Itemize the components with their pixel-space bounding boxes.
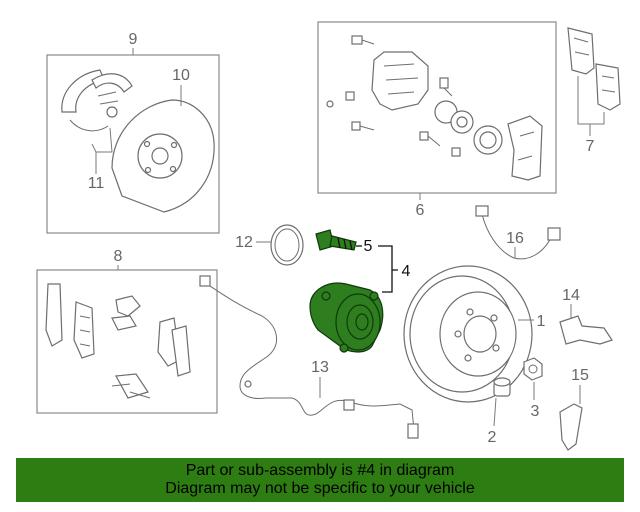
callout-10: 10 bbox=[172, 67, 190, 84]
caliper-bracket-part[interactable] bbox=[371, 51, 429, 111]
callout-5: 5 bbox=[364, 238, 373, 255]
vehicle-fit-banner: Part or sub-assembly is #4 in diagram Di… bbox=[16, 458, 624, 502]
callout-1: 1 bbox=[537, 313, 546, 330]
callout-7: 7 bbox=[586, 138, 595, 155]
hub-bolt-part[interactable] bbox=[315, 229, 357, 251]
abs-sensor-wire-part[interactable] bbox=[199, 275, 419, 439]
bracket-15-part[interactable] bbox=[559, 403, 583, 451]
group-box-6 bbox=[317, 21, 557, 194]
callout-12: 12 bbox=[235, 234, 253, 251]
hub-nut-part[interactable] bbox=[523, 357, 543, 381]
dust-shield-part[interactable] bbox=[111, 99, 215, 213]
brake-rotor-part[interactable] bbox=[403, 265, 533, 403]
hub-cap-part[interactable] bbox=[493, 377, 511, 397]
callout-4: 4 bbox=[402, 263, 411, 280]
callout-9: 9 bbox=[129, 31, 138, 48]
callout-6: 6 bbox=[416, 202, 425, 219]
parking-brake-shoe-part[interactable] bbox=[61, 69, 133, 132]
brake-hose-part[interactable] bbox=[475, 205, 561, 260]
caliper-piston-part[interactable] bbox=[434, 100, 503, 155]
callout-14: 14 bbox=[562, 287, 580, 304]
caliper-support-part[interactable] bbox=[507, 115, 543, 181]
hub-bearing-assembly-part[interactable] bbox=[309, 282, 384, 353]
callout-2: 2 bbox=[488, 429, 497, 446]
callout-11: 11 bbox=[88, 175, 105, 192]
o-ring-part[interactable] bbox=[270, 224, 304, 266]
callout-8: 8 bbox=[114, 248, 123, 265]
callout-15: 15 bbox=[571, 367, 589, 384]
group-box-8 bbox=[36, 269, 218, 414]
banner-line-2: Diagram may not be specific to your vehi… bbox=[165, 480, 475, 497]
callout-16: 16 bbox=[506, 230, 524, 247]
banner-line-1: Part or sub-assembly is #4 in diagram bbox=[185, 462, 455, 479]
brake-pad-part[interactable] bbox=[567, 27, 621, 111]
caliper-bolt-parts[interactable] bbox=[326, 35, 461, 157]
hardware-kit-part[interactable] bbox=[45, 283, 191, 399]
bracket-14-part[interactable] bbox=[559, 315, 613, 345]
callout-13: 13 bbox=[311, 359, 329, 376]
callout-3: 3 bbox=[531, 403, 540, 420]
